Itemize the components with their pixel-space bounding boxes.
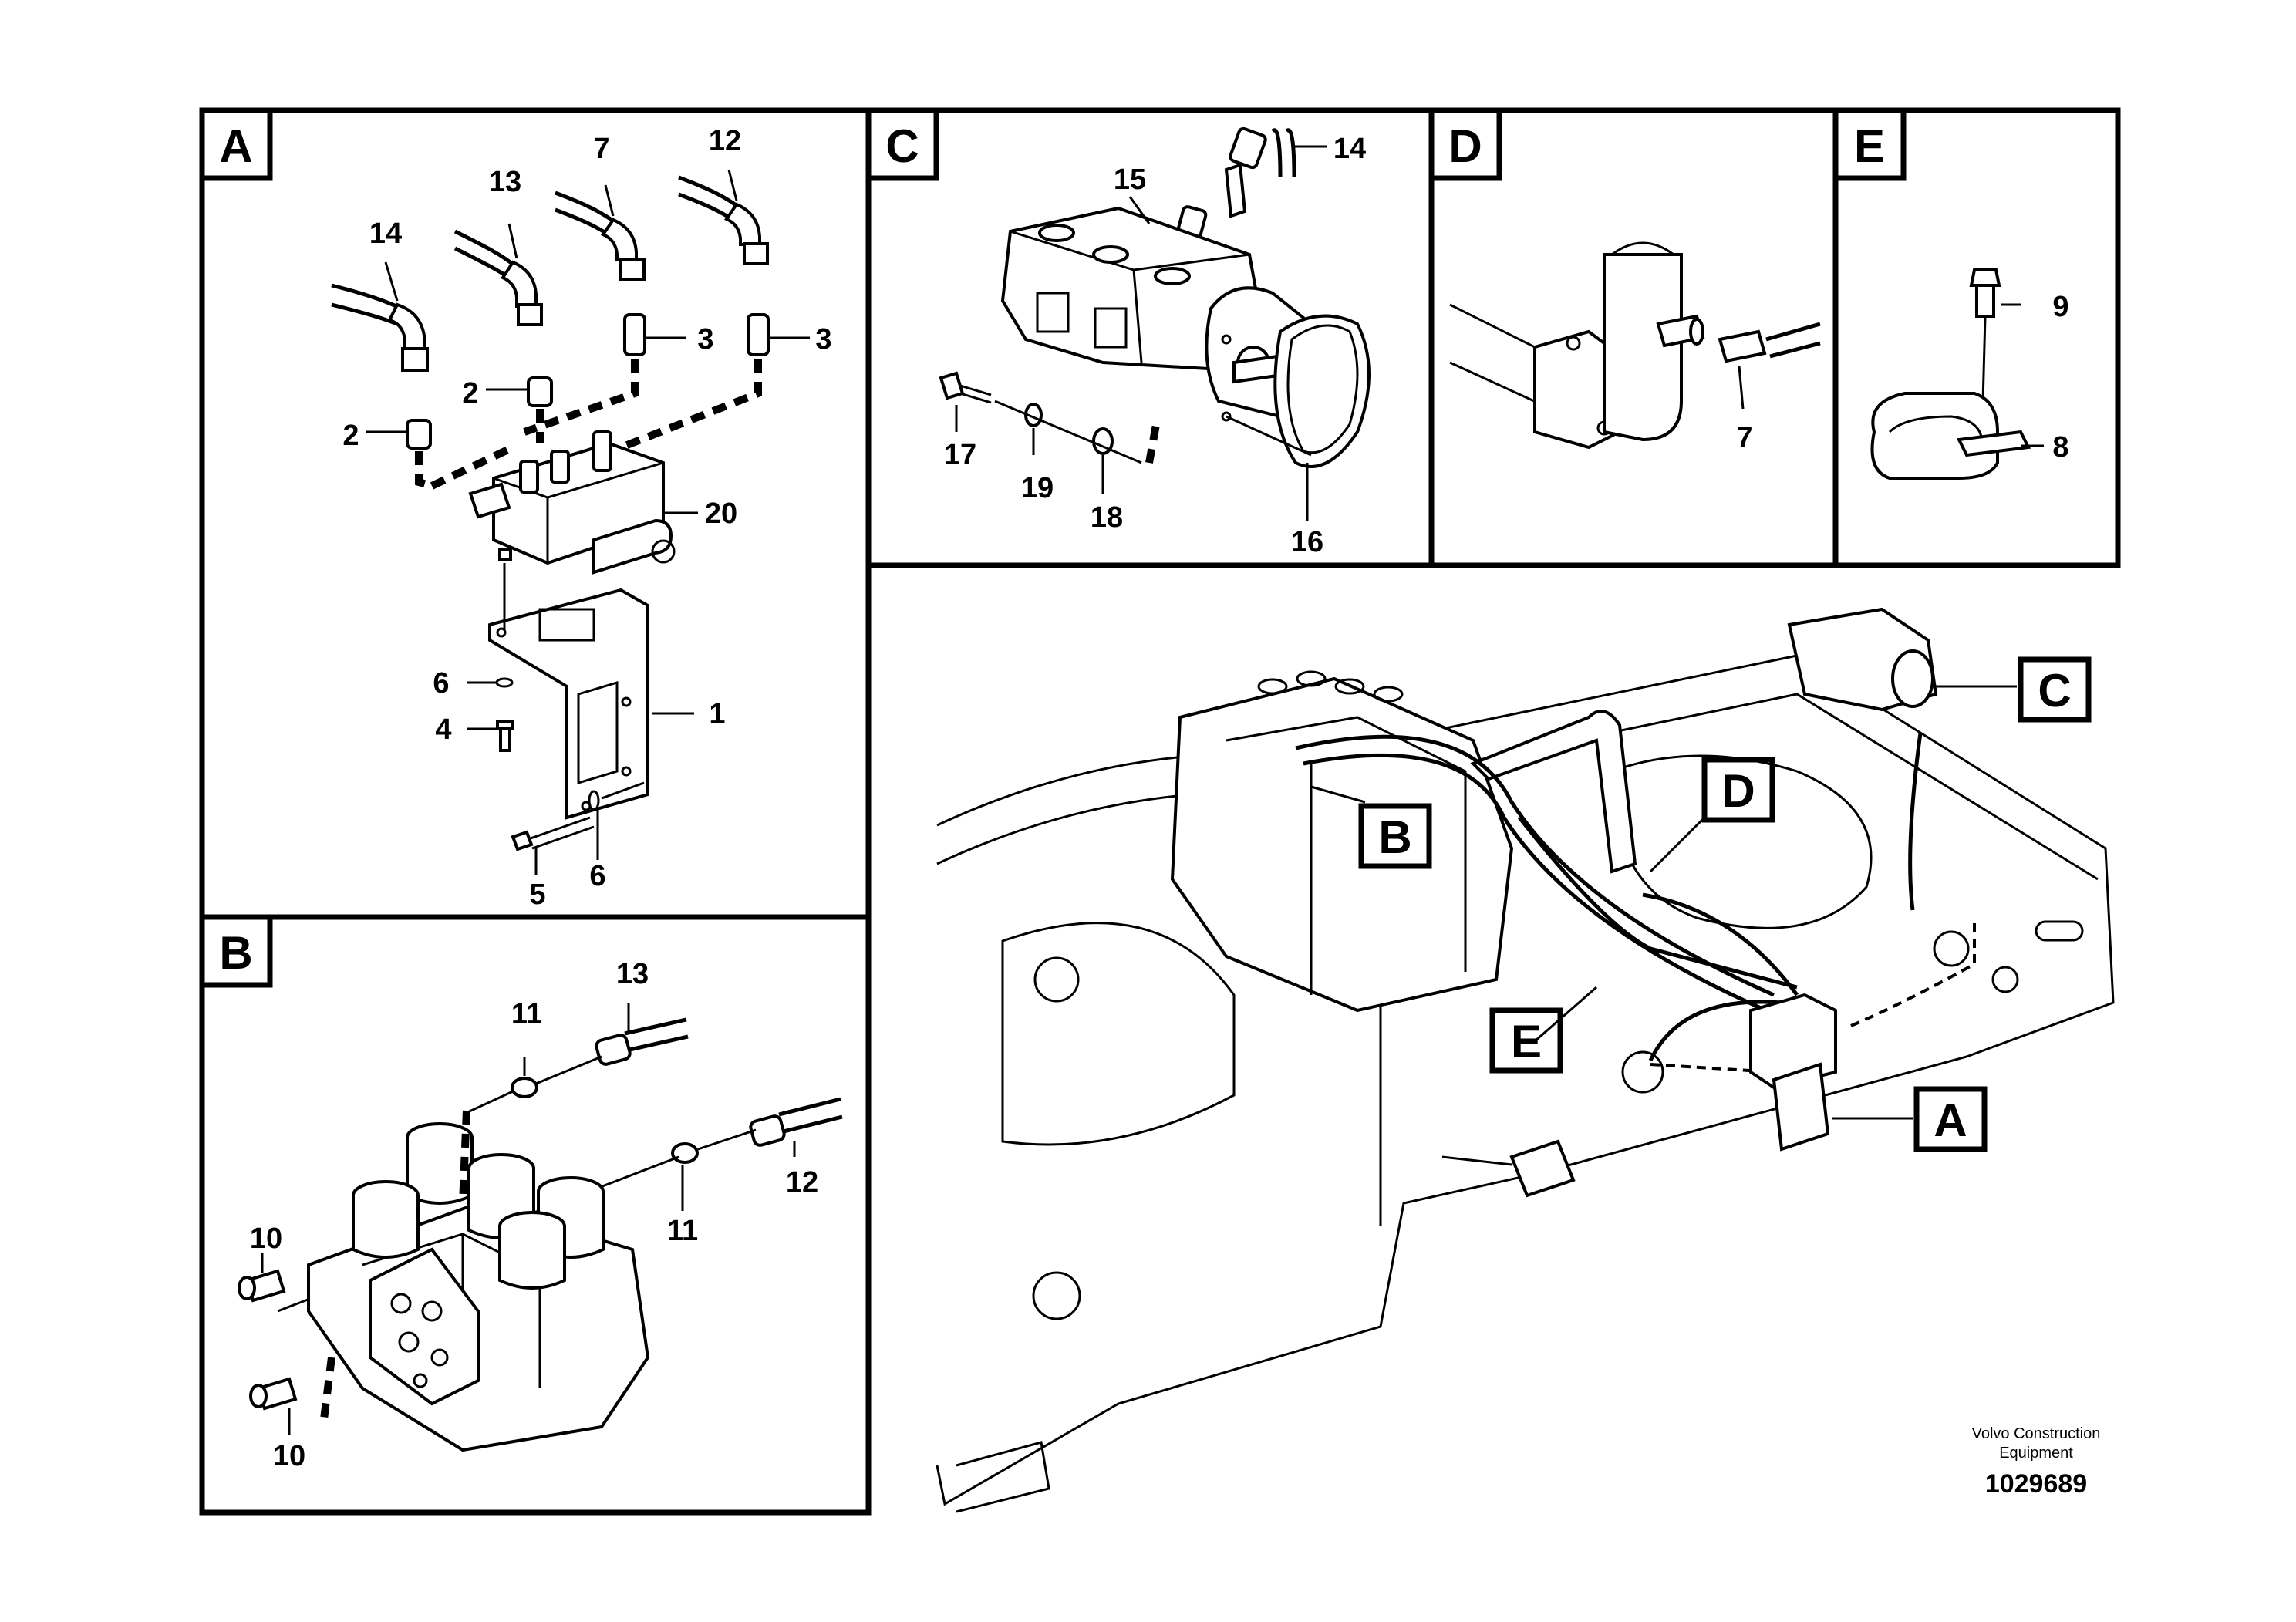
overview-callout-b[interactable]: B — [1358, 803, 1432, 869]
label-c-14: 14 — [1333, 133, 1366, 165]
label-a-14: 14 — [369, 218, 402, 250]
label-e-8: 8 — [2052, 431, 2068, 464]
label-b-10a: 10 — [250, 1222, 282, 1255]
label-a-20: 20 — [705, 497, 737, 530]
label-a-2b: 2 — [342, 420, 359, 452]
svg-text:C: C — [885, 120, 919, 172]
panel-c-tag: C — [865, 107, 939, 181]
label-a-12: 12 — [709, 125, 741, 157]
panel-a-tag: A — [199, 107, 273, 181]
label-c-19: 19 — [1021, 472, 1054, 504]
label-b-10b: 10 — [273, 1440, 305, 1472]
panel-c-drawing — [939, 126, 1371, 521]
label-a-13: 13 — [489, 166, 521, 198]
label-a-7: 7 — [593, 133, 609, 165]
label-b-11b: 11 — [667, 1215, 698, 1247]
svg-text:E: E — [1511, 1016, 1542, 1067]
label-d-7: 7 — [1736, 422, 1752, 454]
label-a-1: 1 — [709, 698, 725, 730]
footer-company-line1: Volvo Construction — [1972, 1425, 2101, 1442]
label-a-2a: 2 — [462, 377, 478, 410]
label-c-17: 17 — [944, 439, 976, 471]
svg-text:C: C — [2038, 665, 2071, 717]
footer-company-line2: Equipment — [1999, 1445, 2073, 1462]
label-a-4: 4 — [435, 713, 451, 746]
svg-text:B: B — [1378, 811, 1411, 863]
overview-callout-d[interactable]: D — [1701, 757, 1775, 823]
label-a-3a: 3 — [697, 323, 713, 356]
panel-e-drawing — [1870, 268, 2044, 480]
label-a-6b: 6 — [589, 860, 605, 892]
svg-text:D: D — [1721, 765, 1755, 817]
svg-text:A: A — [219, 120, 252, 172]
overview-callout-c[interactable]: C — [2018, 656, 2092, 723]
panel-d-drawing — [1449, 241, 1821, 450]
label-b-11a: 11 — [511, 998, 542, 1030]
panel-b-tag: B — [199, 914, 273, 988]
label-a-3b: 3 — [815, 323, 831, 356]
label-a-6a: 6 — [433, 667, 449, 700]
svg-text:D: D — [1448, 120, 1482, 172]
svg-text:B: B — [219, 927, 252, 979]
panel-b-drawing — [238, 1003, 843, 1452]
label-c-15: 15 — [1114, 164, 1146, 196]
label-b-12: 12 — [786, 1166, 818, 1199]
overview-callout-e[interactable]: E — [1489, 1007, 1563, 1074]
panel-e-frame — [1832, 107, 2121, 568]
footer-drawing-number: 1029689 — [1985, 1469, 2087, 1499]
overview-callout-a[interactable]: A — [1913, 1086, 1988, 1152]
label-c-18: 18 — [1091, 501, 1123, 534]
svg-text:E: E — [1854, 120, 1885, 172]
label-c-16: 16 — [1291, 526, 1323, 558]
panel-e-tag: E — [1832, 107, 1907, 181]
panel-b-frame — [199, 914, 872, 1516]
panel-a-drawing — [331, 169, 810, 875]
label-a-5: 5 — [529, 878, 545, 911]
panel-d-tag: D — [1428, 107, 1502, 181]
label-b-13: 13 — [616, 958, 649, 990]
overview-drawing — [936, 607, 2115, 1513]
svg-text:A: A — [1934, 1094, 1967, 1146]
label-e-9: 9 — [2052, 291, 2068, 323]
